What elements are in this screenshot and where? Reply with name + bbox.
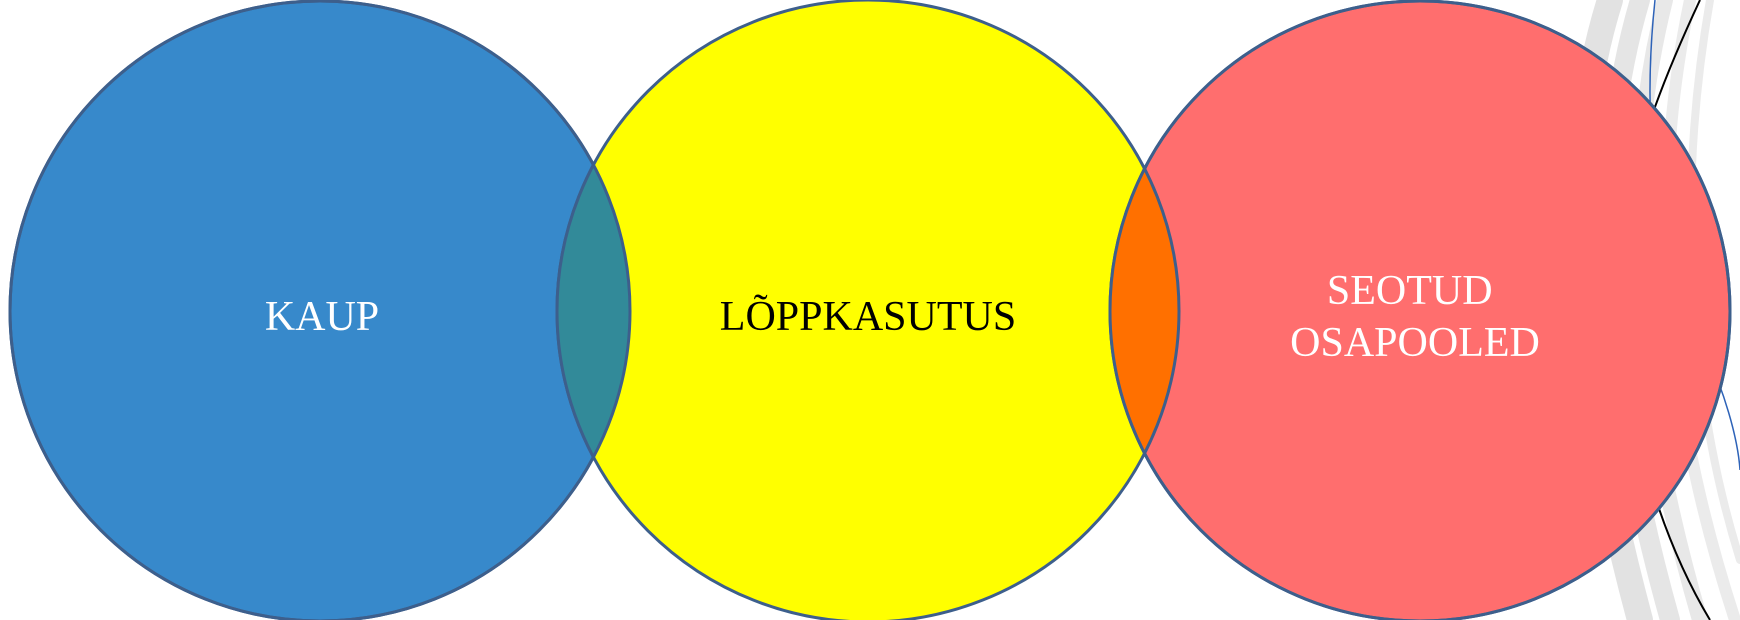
label-loppkasutus: LÕPPKASUTUS xyxy=(720,294,1016,340)
label-seotud-line-1: SEOTUD xyxy=(1327,268,1493,314)
label-seotud-line-2: OSAPOOLED xyxy=(1290,320,1540,366)
label-kaup: KAUP xyxy=(265,294,379,340)
